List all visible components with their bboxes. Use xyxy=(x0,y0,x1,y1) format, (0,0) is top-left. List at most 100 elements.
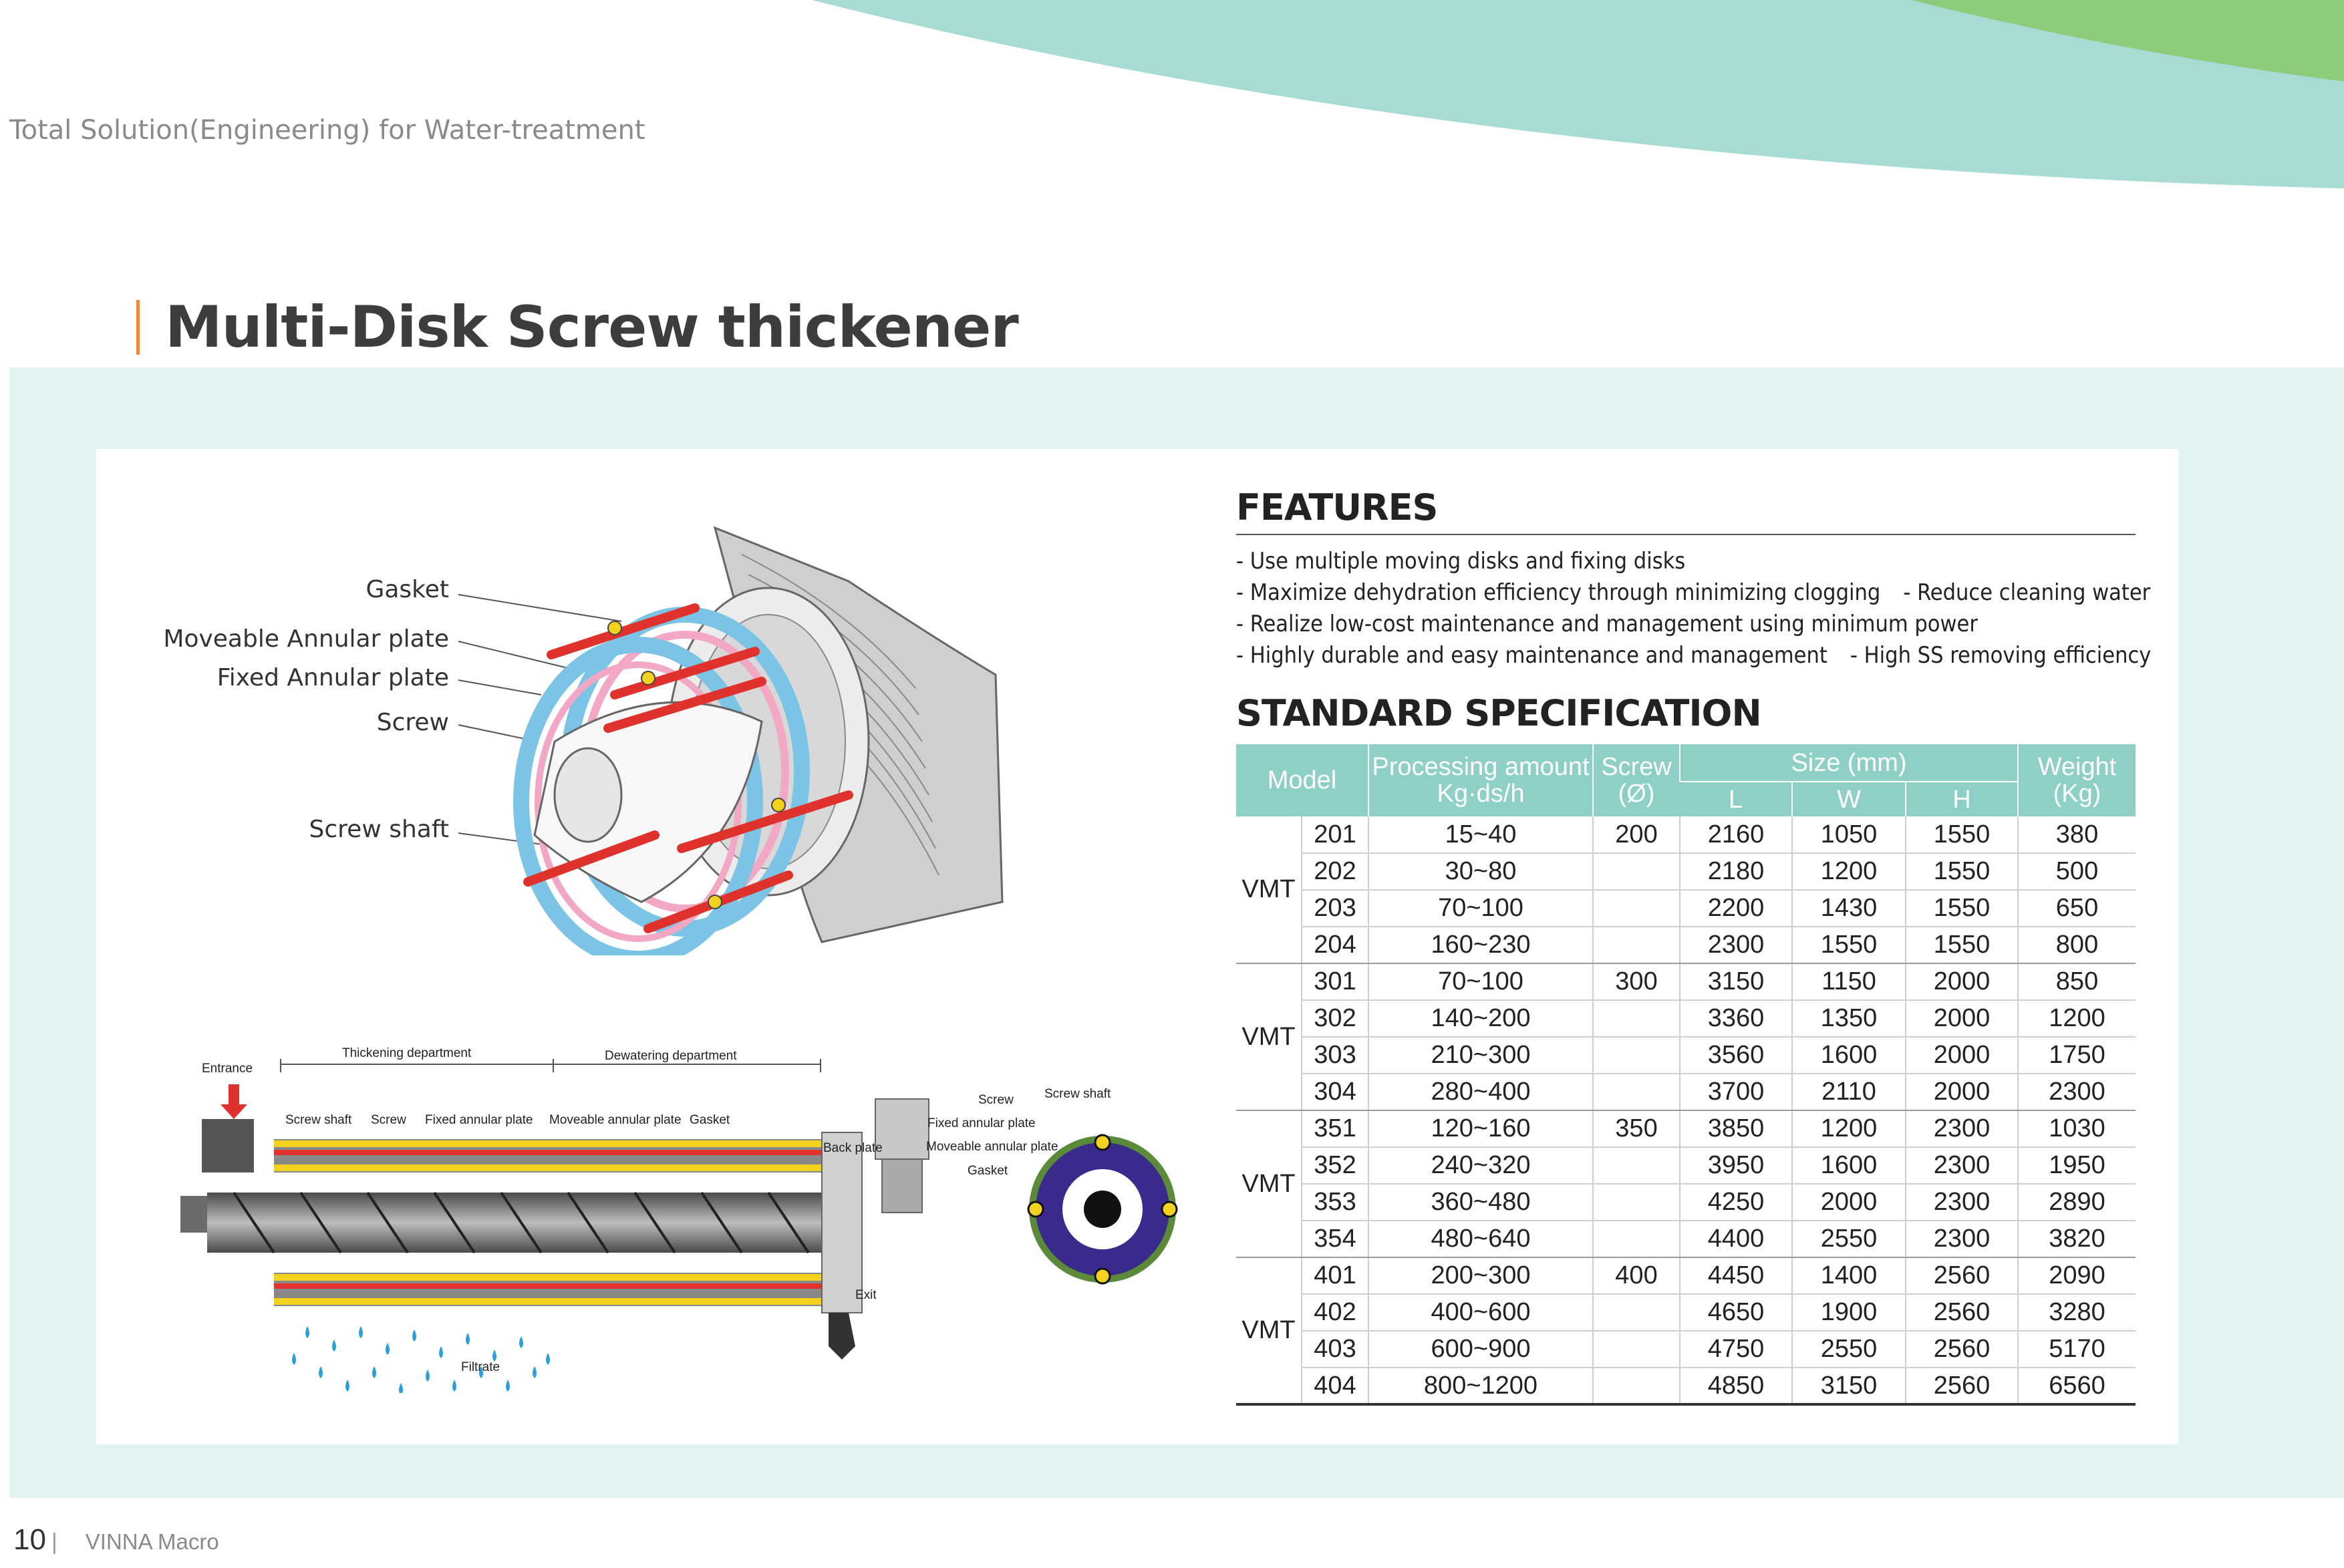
spec-section-heading: STANDARD SPECIFICATION xyxy=(1236,692,2136,734)
label-side-gasket: Gasket xyxy=(968,1164,1008,1178)
size-l-cell: 3560 xyxy=(1679,1037,1792,1074)
processing-cell: 360~480 xyxy=(1368,1184,1593,1221)
series-cell: VMT xyxy=(1236,963,1302,1111)
header-screw: Screw(Ø) xyxy=(1592,744,1680,816)
processing-cell: 480~640 xyxy=(1368,1221,1593,1258)
label-back-plate: Back plate xyxy=(823,1141,883,1155)
header-size-w: W xyxy=(1791,782,1906,816)
screw-cell xyxy=(1592,1331,1680,1368)
size-h-cell: 2300 xyxy=(1905,1184,2018,1221)
size-w-cell: 1200 xyxy=(1791,853,1906,891)
label-thickening-department: Thickening department xyxy=(342,1046,472,1060)
size-h-cell: 2300 xyxy=(1905,1147,2018,1185)
label-moveable-annular-plate: Moveable Annular plate xyxy=(163,625,449,653)
weight-cell: 650 xyxy=(2017,890,2136,927)
size-h-cell: 2560 xyxy=(1905,1331,2018,1368)
weight-cell: 500 xyxy=(2017,853,2136,891)
size-w-cell: 1600 xyxy=(1791,1037,1906,1074)
model-cell: 354 xyxy=(1301,1221,1368,1258)
screw-cell xyxy=(1592,853,1680,891)
label-gasket: Gasket xyxy=(365,576,449,603)
features-divider xyxy=(1236,534,2136,535)
exploded-assembly-illustration xyxy=(458,526,1004,955)
model-cell: 404 xyxy=(1301,1368,1368,1406)
weight-cell: 800 xyxy=(2017,927,2136,964)
label-filtrate: Filtrate xyxy=(461,1360,500,1374)
label-screw-shaft: Screw shaft xyxy=(309,816,449,843)
screw-cell: 300 xyxy=(1592,963,1680,1001)
size-l-cell: 3360 xyxy=(1679,1000,1792,1038)
processing-cell: 800~1200 xyxy=(1368,1368,1593,1406)
processing-cell: 210~300 xyxy=(1368,1037,1593,1074)
feature-item: - Maximize dehydration efficiency throug… xyxy=(1236,579,2151,606)
size-l-cell: 2300 xyxy=(1679,927,1792,964)
model-cell: 304 xyxy=(1301,1074,1368,1111)
screw-cell xyxy=(1592,1294,1680,1331)
page-title-text: Multi-Disk Screw thickener xyxy=(165,294,1019,361)
model-cell: 303 xyxy=(1301,1037,1368,1074)
feature-item: - Highly durable and easy maintenance an… xyxy=(1236,642,2152,669)
processing-cell: 70~100 xyxy=(1368,890,1593,927)
size-h-cell: 2000 xyxy=(1905,1000,2018,1038)
size-l-cell: 4850 xyxy=(1679,1368,1792,1406)
label-screw: Screw xyxy=(376,709,449,736)
size-l-cell: 2180 xyxy=(1679,853,1792,891)
size-l-cell: 3700 xyxy=(1679,1074,1792,1111)
size-h-cell: 2560 xyxy=(1905,1294,2018,1331)
model-cell: 401 xyxy=(1301,1257,1368,1295)
size-l-cell: 4450 xyxy=(1679,1257,1792,1295)
size-w-cell: 1900 xyxy=(1791,1294,1906,1331)
size-w-cell: 2000 xyxy=(1791,1184,1906,1221)
weight-cell: 2090 xyxy=(2017,1257,2136,1295)
processing-cell: 280~400 xyxy=(1368,1074,1593,1111)
weight-cell: 5170 xyxy=(2017,1331,2136,1368)
feature-item: - Realize low-cost maintenance and manag… xyxy=(1236,611,1978,637)
series-cell: VMT xyxy=(1236,816,1302,964)
series-cell: VMT xyxy=(1236,1257,1302,1406)
size-w-cell: 1430 xyxy=(1791,890,1906,927)
features-section: FEATURES - Use multiple moving disks and… xyxy=(1236,486,2152,671)
processing-cell: 15~40 xyxy=(1368,816,1593,854)
label-side-moveable-annular: Moveable annular plate xyxy=(926,1140,1058,1154)
size-w-cell: 2550 xyxy=(1791,1221,1906,1258)
screw-cell xyxy=(1592,1368,1680,1406)
size-l-cell: 3850 xyxy=(1679,1110,1792,1148)
page-footer: 10|VINNA Macro xyxy=(13,1523,219,1557)
size-h-cell: 2000 xyxy=(1905,1074,2018,1111)
size-h-cell: 2560 xyxy=(1905,1257,2018,1295)
size-h-cell: 1550 xyxy=(1905,816,2018,854)
size-l-cell: 4250 xyxy=(1679,1184,1792,1221)
label-screw-small: Screw xyxy=(371,1113,406,1127)
weight-cell: 6560 xyxy=(2017,1368,2136,1406)
model-cell: 301 xyxy=(1301,963,1368,1001)
features-heading: FEATURES xyxy=(1236,486,1438,528)
weight-cell: 1030 xyxy=(2017,1110,2136,1148)
processing-cell: 30~80 xyxy=(1368,853,1593,891)
weight-cell: 3280 xyxy=(2017,1294,2136,1331)
size-w-cell: 1550 xyxy=(1791,927,1906,964)
size-w-cell: 1200 xyxy=(1791,1110,1906,1148)
footer-brand: VINNA Macro xyxy=(85,1529,219,1554)
screw-cell xyxy=(1592,1184,1680,1221)
processing-cell: 120~160 xyxy=(1368,1110,1593,1148)
size-h-cell: 2300 xyxy=(1905,1110,2018,1148)
weight-cell: 1950 xyxy=(2017,1147,2136,1185)
model-cell: 204 xyxy=(1301,927,1368,964)
weight-cell: 3820 xyxy=(2017,1221,2136,1258)
processing-cell: 240~320 xyxy=(1368,1147,1593,1185)
processing-cell: 140~200 xyxy=(1368,1000,1593,1038)
cross-section-illustration xyxy=(180,1059,929,1393)
side-view-illustration xyxy=(1027,1134,1178,1285)
label-entrance: Entrance xyxy=(202,1062,253,1076)
